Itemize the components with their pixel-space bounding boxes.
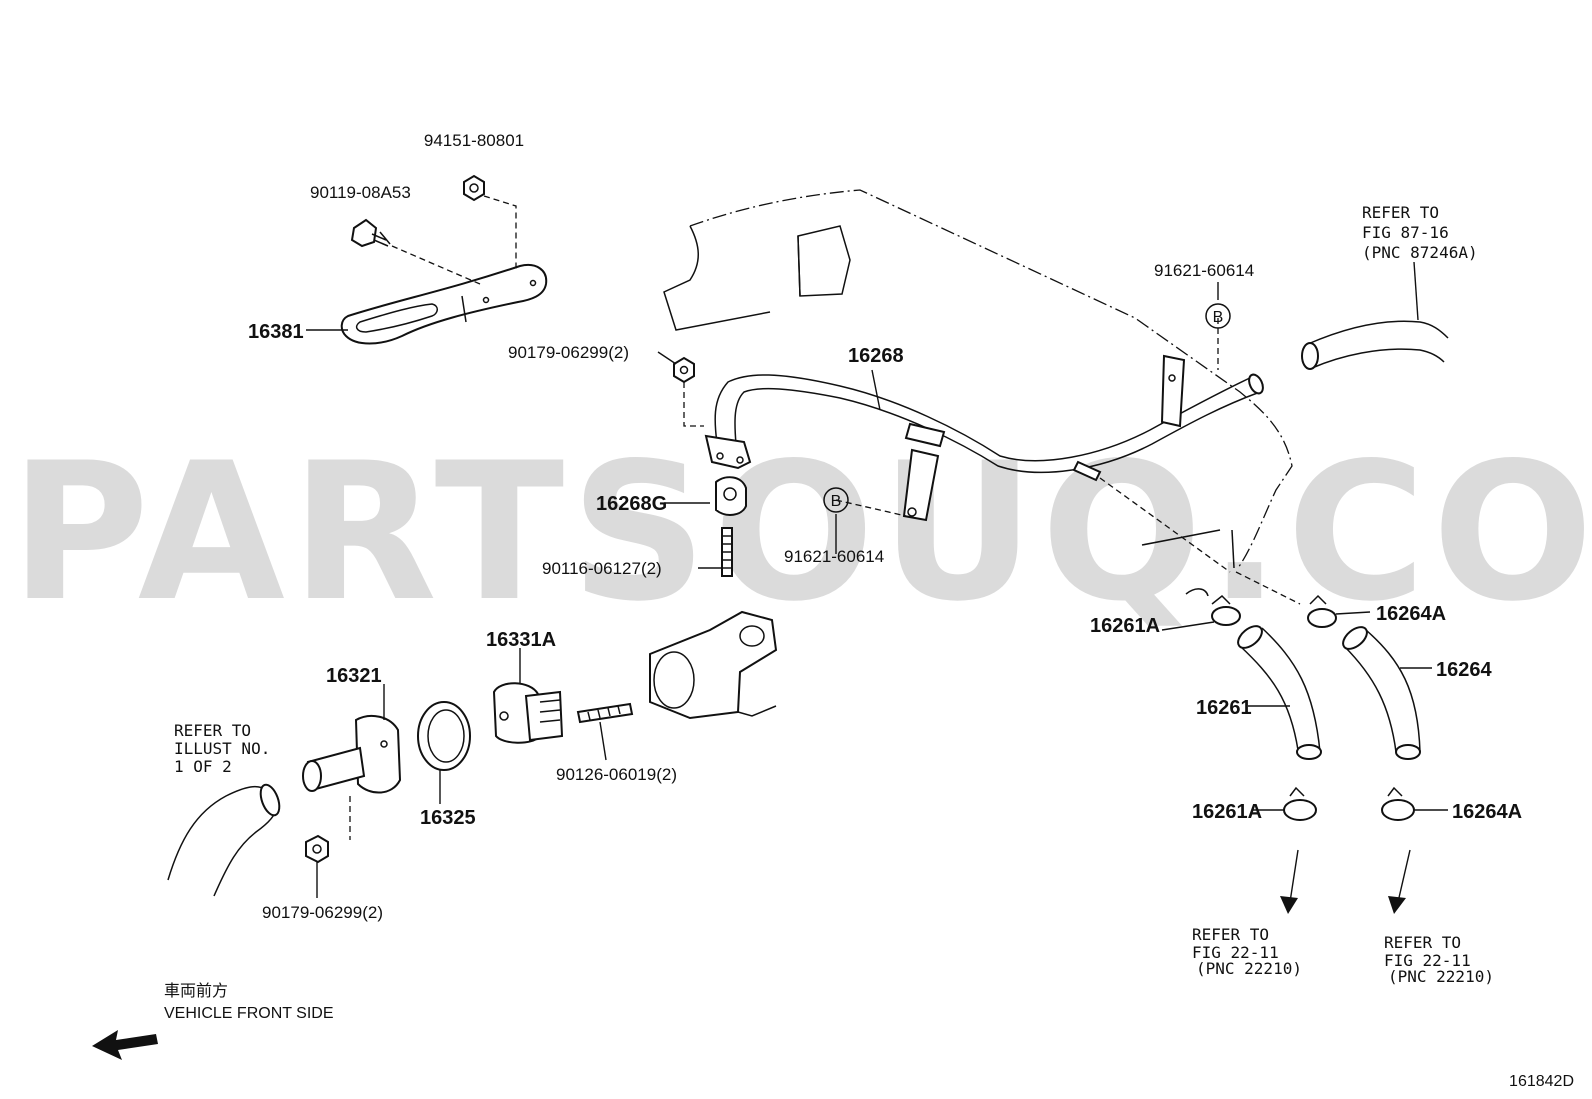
nut-90179-top — [673, 356, 695, 384]
label-16325: 16325 — [420, 807, 476, 829]
svg-text:ILLUST NO.: ILLUST NO. — [174, 739, 270, 758]
label-91621-60614-right: 91621-60614 — [1154, 261, 1254, 280]
bracket-16381 — [340, 264, 548, 345]
part-labels: 94151-80801 90119-08A53 16381 90179-0629… — [248, 131, 1522, 922]
thermostat-16331A — [492, 682, 564, 744]
svg-text:(PNC 22210): (PNC 22210) — [1196, 959, 1302, 978]
svg-text:FIG 22-11: FIG 22-11 — [1384, 951, 1471, 970]
arrow-down-left-icon — [1280, 849, 1299, 914]
label-16264A-top: 16264A — [1376, 603, 1446, 625]
label-16268G: 16268G — [596, 493, 667, 515]
clamp-16264A-bottom — [1381, 786, 1415, 821]
svg-text:REFER TO: REFER TO — [174, 721, 251, 740]
label-90179-06299-bottom: 90179-06299(2) — [262, 903, 383, 922]
svg-text:B: B — [831, 493, 842, 510]
ref-fig22-right: REFER TO FIG 22-11 (PNC 22210) — [1384, 933, 1494, 986]
pipe-hose-guide-1 — [1099, 477, 1231, 573]
ref-fig22-left: REFER TO FIG 22-11 (PNC 22210) — [1192, 925, 1302, 978]
label-16331A: 16331A — [486, 629, 556, 651]
svg-text:1 OF 2: 1 OF 2 — [174, 757, 232, 776]
b-marker-left: B — [823, 487, 849, 513]
clamp-16261A-bottom — [1283, 786, 1317, 821]
leader-lines — [306, 261, 1448, 898]
bolt-guide-line — [391, 245, 481, 285]
clamp-16261A-top — [1185, 588, 1241, 626]
label-16261: 16261 — [1196, 697, 1252, 719]
pipe-hose-guide-2 — [1235, 571, 1301, 605]
ref-illust: REFER TO ILLUST NO. 1 OF 2 — [174, 721, 270, 776]
stud-90126 — [576, 702, 634, 724]
hose-16264 — [1342, 626, 1421, 760]
direction-label-japanese: 車両前方 — [164, 982, 228, 1000]
label-16261A-bottom: 16261A — [1192, 801, 1262, 823]
hose-16261 — [1237, 625, 1322, 760]
label-94151-80801: 94151-80801 — [424, 131, 524, 150]
label-91621-60614-left: 91621-60614 — [784, 547, 884, 566]
nut-90179-bottom — [305, 834, 329, 864]
ref-fig87: REFER TO FIG 87-16 (PNC 87246A) — [1362, 203, 1478, 262]
nut-guide-line — [483, 195, 517, 272]
heater-hose-upper — [1301, 320, 1449, 370]
svg-text:REFER TO: REFER TO — [1384, 933, 1461, 952]
nut-94151 — [463, 174, 485, 202]
label-16264A-bottom: 16264A — [1452, 801, 1522, 823]
gasket-16325 — [417, 701, 471, 771]
svg-text:(PNC 22210): (PNC 22210) — [1388, 967, 1494, 986]
label-16268: 16268 — [848, 345, 904, 367]
clamp-16264A-top — [1307, 594, 1337, 628]
stud-90116 — [721, 527, 733, 577]
water-pipe-16268 — [704, 354, 1264, 522]
svg-text:REFER TO: REFER TO — [1192, 925, 1269, 944]
direction-label-english: VEHICLE FRONT SIDE — [164, 1005, 334, 1022]
figure-id: 161842D — [1509, 1073, 1574, 1090]
arrow-down-right-icon — [1388, 849, 1411, 914]
pipe-bolt-guide — [683, 382, 704, 427]
water-inlet-16321 — [302, 714, 402, 794]
label-90179-06299-top: 90179-06299(2) — [508, 343, 629, 362]
gasket-16268G — [715, 476, 747, 516]
label-90119-08A53: 90119-08A53 — [310, 183, 411, 202]
label-16261A-top: 16261A — [1090, 615, 1160, 637]
label-16264: 16264 — [1436, 659, 1492, 681]
svg-text:FIG 22-11: FIG 22-11 — [1192, 943, 1279, 962]
svg-text:REFER TO: REFER TO — [1362, 203, 1439, 222]
bolt-90119 — [350, 218, 391, 248]
thermostat-housing — [649, 610, 778, 720]
label-90116-06127: 90116-06127(2) — [542, 559, 662, 578]
svg-text:B: B — [1213, 309, 1224, 326]
svg-text:(PNC 87246A): (PNC 87246A) — [1362, 243, 1478, 262]
label-90126-06019: 90126-06019(2) — [556, 765, 677, 784]
watermark: PARTSOUQ.COM — [10, 422, 1592, 643]
b-marker-right: B — [1205, 303, 1231, 329]
svg-text:FIG 87-16: FIG 87-16 — [1362, 223, 1449, 242]
engine-outline — [663, 189, 1293, 569]
label-16321: 16321 — [326, 665, 382, 687]
radiator-hose — [167, 783, 281, 897]
label-16381: 16381 — [248, 321, 304, 343]
vehicle-front-arrow-icon — [92, 1030, 158, 1060]
